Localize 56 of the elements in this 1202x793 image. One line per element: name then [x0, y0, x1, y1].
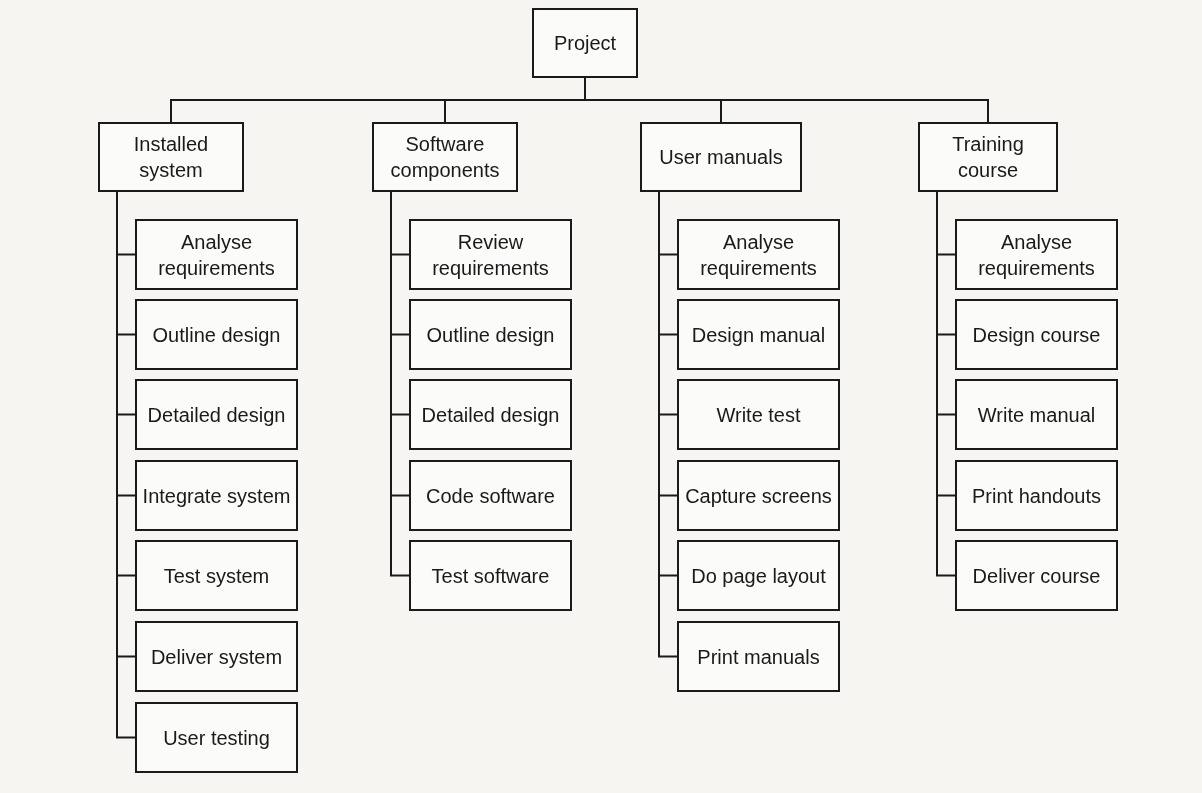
task-label: Integrate system: [141, 483, 292, 509]
task-label: Test system: [162, 563, 271, 589]
task-box: [955, 540, 1118, 611]
task-label: Capture screens: [684, 483, 833, 509]
task-box: [135, 219, 298, 290]
task-box: [409, 219, 572, 290]
task-label: Test software: [430, 563, 551, 589]
task-label: Deliver course: [971, 563, 1102, 589]
task-label: Training course: [951, 132, 1025, 183]
task-label: Write test: [715, 402, 802, 428]
task-label: Installed system: [132, 132, 210, 183]
task-box: [135, 379, 298, 450]
task-label: Review requirements: [431, 229, 550, 281]
task-box: [409, 299, 572, 370]
task-box: [677, 299, 840, 370]
task-box: [98, 122, 244, 192]
task-label: Outline design: [425, 322, 556, 348]
task-box: [677, 540, 840, 611]
task-label: Print handouts: [971, 483, 1102, 509]
task-label: Design course: [971, 322, 1102, 348]
task-label: Deliver system: [149, 644, 284, 670]
task-box: [677, 621, 840, 692]
task-label: Do page layout: [690, 563, 827, 589]
task-box: [677, 219, 840, 290]
task-box: [677, 379, 840, 450]
task-box: [135, 540, 298, 611]
task-label: Analyse requirements: [977, 229, 1096, 281]
task-box: [135, 460, 298, 531]
task-label: Outline design: [151, 322, 282, 348]
task-box: [135, 621, 298, 692]
task-label: Software components: [389, 132, 501, 183]
task-label: Detailed design: [146, 402, 287, 428]
task-box: [409, 379, 572, 450]
task-label: Design manual: [690, 322, 827, 348]
task-label: Project: [552, 31, 618, 56]
task-box: [135, 702, 298, 773]
task-box: [677, 460, 840, 531]
task-box: [409, 460, 572, 531]
task-box: [955, 460, 1118, 531]
task-label: Analyse requirements: [699, 229, 818, 281]
task-label: Write manual: [976, 402, 1097, 428]
task-box: [955, 299, 1118, 370]
task-label: User manuals: [658, 145, 784, 170]
task-label: User testing: [162, 725, 271, 751]
task-label: Detailed design: [420, 402, 561, 428]
task-box: [640, 122, 802, 192]
task-box: [135, 299, 298, 370]
task-label: Code software: [425, 483, 556, 509]
task-box: [532, 8, 638, 78]
task-box: [372, 122, 518, 192]
task-box: [955, 379, 1118, 450]
task-box: [918, 122, 1058, 192]
task-box: [409, 540, 572, 611]
task-box: [955, 219, 1118, 290]
task-label: Analyse requirements: [157, 229, 276, 281]
task-label: Print manuals: [696, 644, 821, 670]
